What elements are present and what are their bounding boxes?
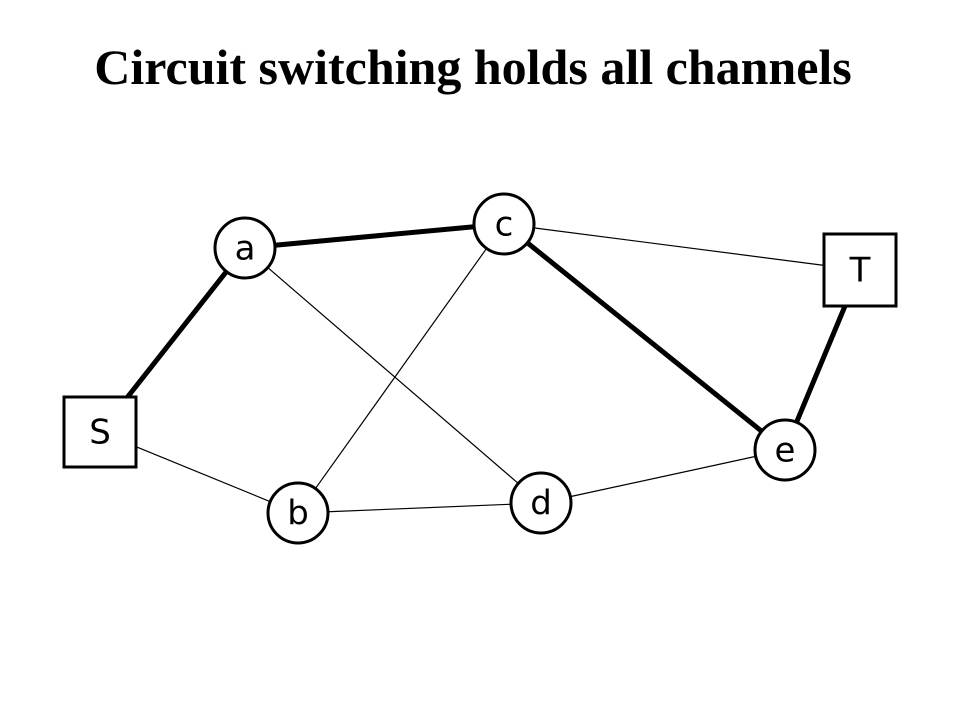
edge-c-e-held xyxy=(524,240,765,434)
node-c-label: c xyxy=(495,205,514,245)
edge-b-d xyxy=(327,503,512,513)
node-a: a xyxy=(213,216,277,280)
node-T-shape xyxy=(822,232,898,308)
node-c: c xyxy=(472,192,536,256)
node-S: S xyxy=(62,395,138,469)
edge-S-a-held xyxy=(125,269,229,400)
slide-title: Circuit switching holds all channels xyxy=(94,39,852,95)
node-a-shape xyxy=(213,216,277,280)
edge-d-e xyxy=(569,455,757,498)
node-d-label: d xyxy=(530,484,552,524)
edge-a-d xyxy=(267,266,519,485)
node-S-shape xyxy=(62,395,138,469)
edge-a-c-held xyxy=(272,224,477,248)
node-b: b xyxy=(266,481,330,545)
edge-c-T xyxy=(533,227,825,266)
node-d: d xyxy=(509,471,573,535)
edges-layer xyxy=(125,224,848,513)
node-a-label: a xyxy=(235,229,256,269)
node-T-label: T xyxy=(849,251,871,291)
node-T: T xyxy=(822,232,898,308)
node-b-label: b xyxy=(287,494,309,534)
node-S-label: S xyxy=(89,413,111,453)
edge-e-T-held xyxy=(794,303,848,425)
nodes-layer: Sa b c d e T xyxy=(62,192,898,545)
node-b-shape xyxy=(266,481,330,545)
edge-c-b xyxy=(314,247,488,490)
node-c-shape xyxy=(472,192,536,256)
node-d-shape xyxy=(509,471,573,535)
node-e-label: e xyxy=(775,431,796,471)
node-e-shape xyxy=(753,418,817,482)
node-e: e xyxy=(753,418,817,482)
edge-S-b xyxy=(135,446,271,503)
